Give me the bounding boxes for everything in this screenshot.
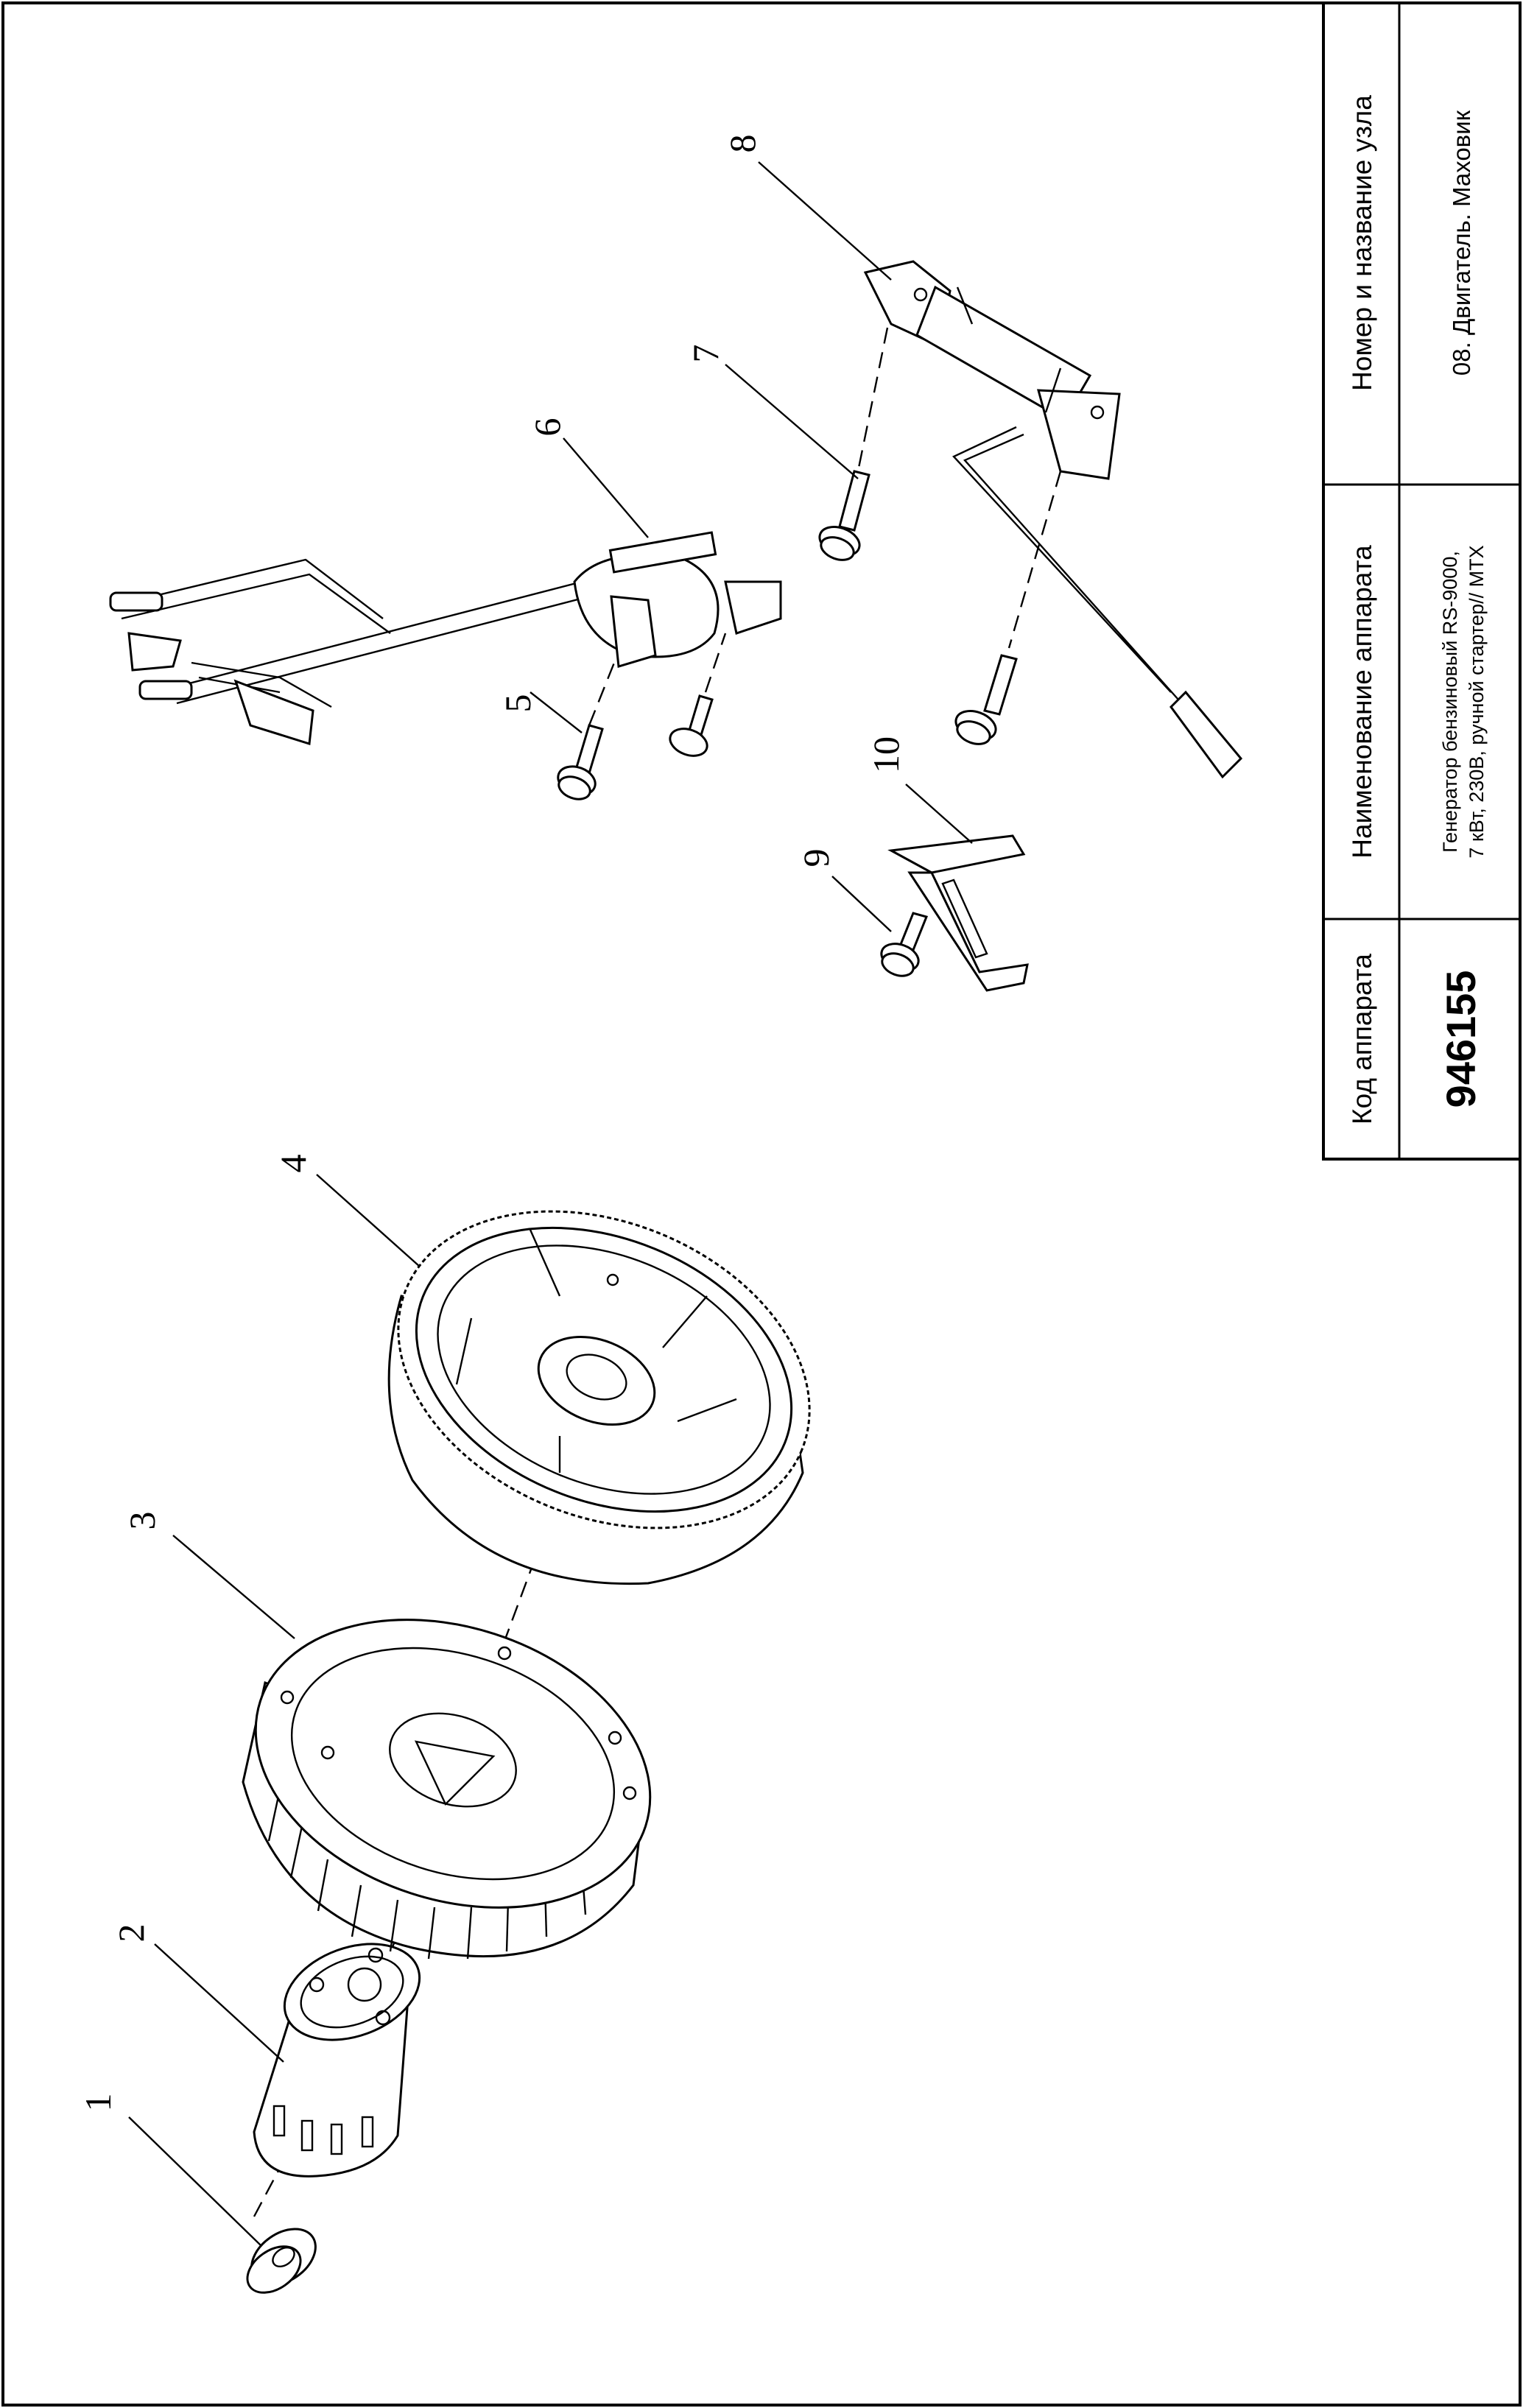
part-9-screw [880,912,929,977]
coil-screw-2 [669,694,714,757]
part-8-axis-left [857,327,889,472]
part-1-flange-nut [246,2228,317,2294]
callout-8: 8 [722,135,763,153]
name-value-line1: Генератор бензиновый RS-9000, [1439,551,1461,853]
part-7-bolt [818,470,870,561]
bracket-bolt-2 [954,654,1018,745]
code-value: 946155 [1438,971,1484,1108]
node-value: 08. Двигатель. Маховик [1448,110,1475,376]
callout-1: 1 [77,2094,119,2112]
part-6-ignition-coil [109,531,782,745]
part-8-axis-right [1007,471,1062,649]
callout-7: 7 [685,345,726,363]
callout-6: 6 [527,418,568,437]
node-header: Номер и название узла [1347,95,1377,391]
code-header: Код аппарата [1347,954,1377,1124]
callout-10: 10 [865,736,907,773]
callout-2: 2 [110,1924,152,1943]
callout-9: 9 [795,849,837,867]
leader-lines [128,161,973,2247]
callout-numbers: 1 2 3 4 5 6 7 8 9 10 [77,135,907,2112]
coil-screw-2-axis [704,633,727,693]
part-8-module-bracket [863,260,1243,779]
title-block: Номер и название узла 08. Двигатель. Мах… [1322,1,1522,1161]
callout-3: 3 [122,1512,163,1530]
callout-5: 5 [497,694,538,713]
callout-4: 4 [272,1155,314,1173]
name-value-line2: 7 кВт, 230В, ручной стартер// MTX [1466,545,1488,858]
name-header: Наименование аппарата [1347,545,1377,859]
part-10-stop-plate [887,834,1029,992]
part-5-screw [557,724,604,800]
part-4-flywheel [387,1210,811,1585]
part-2-starter-cup [253,1943,421,2178]
part-3-cooling-fan [242,1619,652,1960]
